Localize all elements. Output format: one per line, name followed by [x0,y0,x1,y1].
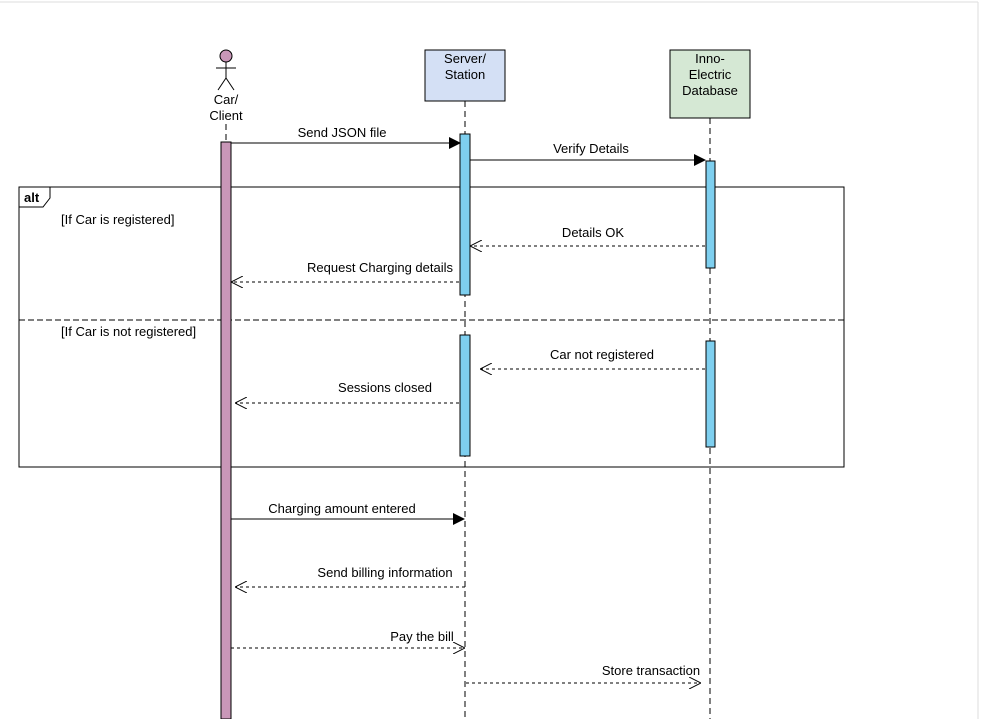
alt-fragment-operator: alt [24,190,40,205]
msg-sessions-closed-label: Sessions closed [338,380,432,395]
msg-car-not-registered-label: Car not registered [549,347,655,362]
server-label-line-1: Server/ [444,51,486,66]
db-activation-bar-2 [705,340,716,448]
db-participant-label: Inno- Electric Database [682,51,738,99]
car-label-line-1: Car/ [213,92,239,107]
db-activation-bar-1 [705,160,716,269]
car-label-line-2: Client [209,108,243,123]
db-label-line-3: Database [682,83,738,98]
car-actor-icon [216,49,236,91]
server-label-line-2: Station [444,67,486,82]
db-label-line-1: Inno- [695,51,725,66]
server-participant-box [424,49,506,102]
car-activation-bar [220,141,232,719]
car-participant-label: Car/ Client [209,92,242,124]
alt-fragment-tab [18,186,51,208]
server-participant-label: Server/ Station [444,51,486,83]
msg-charging-amount-label: Charging amount entered [268,501,416,516]
msg-verify-details-label: Verify Details [553,141,629,156]
msg-request-charging-label: Request Charging details [307,260,453,275]
msg-send-json-label: Send JSON file [297,125,387,140]
msg-send-billing-label: Send billing information [317,565,453,580]
guard-not-registered: [If Car is not registered] [61,324,197,339]
msg-store-transaction-label: Store transaction [601,663,701,678]
msg-details-ok-label: Details OK [561,225,625,240]
db-label-line-2: Electric [688,67,732,82]
server-activation-bar-1 [459,133,471,296]
alt-fragment-frame [18,186,845,468]
msg-pay-bill-label: Pay the bill [390,629,454,644]
guard-registered: [If Car is registered] [61,212,175,227]
server-activation-bar-2 [459,334,471,457]
